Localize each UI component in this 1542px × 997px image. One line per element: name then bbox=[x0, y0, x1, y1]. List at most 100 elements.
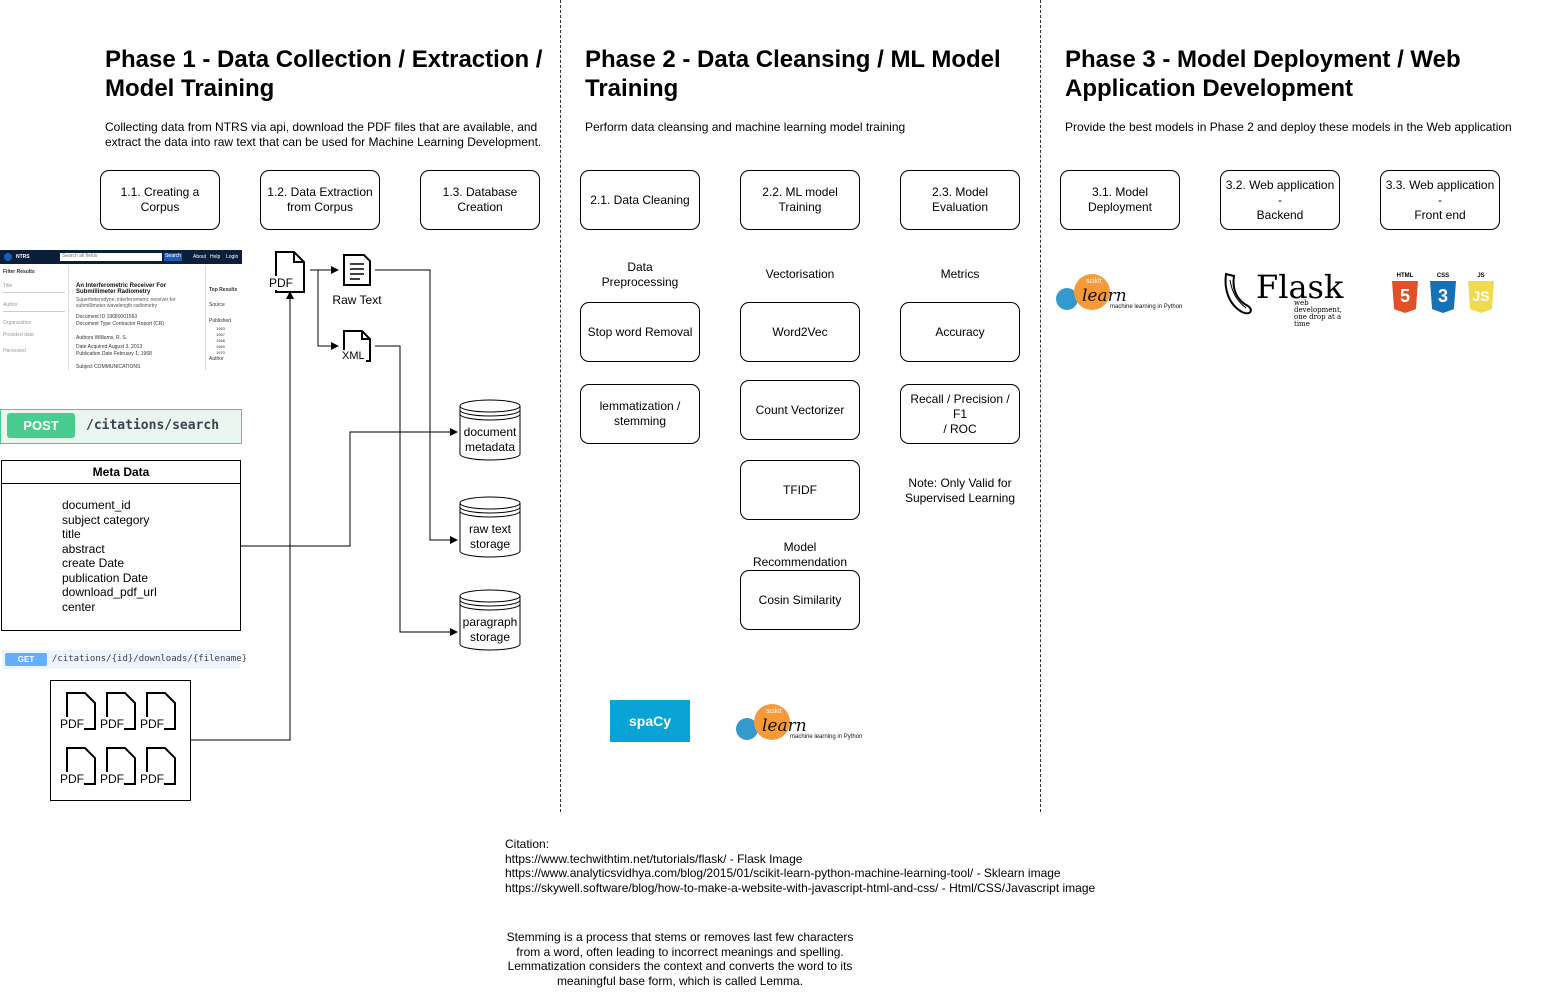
sklearn-scikit-text: scikit bbox=[766, 708, 782, 715]
ntrs-result-subtitle: Superheterodyne, interferometric receive… bbox=[76, 297, 176, 309]
ntrs-row-2: Authors Williams, R. S. bbox=[76, 335, 128, 341]
pdf-file-label: PDF bbox=[100, 772, 124, 786]
box-tfidf: TFIDF bbox=[740, 460, 860, 520]
ntrs-published: Published bbox=[209, 318, 231, 324]
meta-data-fields: document_id subject category title abstr… bbox=[62, 498, 157, 614]
pdf-file-label: PDF bbox=[60, 772, 84, 786]
sklearn-blue-circle-icon bbox=[1056, 288, 1078, 310]
ntrs-search-input: Search all fields bbox=[60, 253, 162, 261]
js-shield-icon: JS bbox=[1468, 281, 1494, 313]
ntrs-nav-help: Help bbox=[210, 254, 221, 260]
db-paragraph-storage: paragraph storage bbox=[462, 615, 518, 644]
ntrs-author: Author bbox=[209, 356, 224, 362]
post-method-badge: POST bbox=[7, 413, 75, 438]
ntrs-result-title: An Interferometric Receiver For Submilli… bbox=[76, 283, 167, 295]
sklearn-learn-text: learn bbox=[1082, 286, 1127, 306]
pdf-collection: PDF PDF PDF PDF PDF PDF bbox=[50, 680, 191, 801]
box-word2vec: Word2Vec bbox=[740, 302, 860, 362]
ntrs-search-screenshot: NTRS Search all fields Search About Help… bbox=[0, 250, 242, 370]
raw-text-label: Raw Text bbox=[332, 293, 382, 307]
pdf-file-label: PDF bbox=[60, 717, 84, 731]
ntrs-row-4: Publication Date February 1, 1968 bbox=[76, 351, 152, 357]
meta-field: download_pdf_url bbox=[62, 585, 157, 599]
box-lemmatization-stemming: lemmatization / stemming bbox=[580, 384, 700, 444]
post-endpoint: POST /citations/search bbox=[0, 409, 242, 444]
box-recall-precision: Recall / Precision / F1 / ROC bbox=[900, 384, 1020, 444]
ntrs-year-1: 1967 bbox=[216, 332, 225, 337]
sklearn-blue-circle-icon bbox=[736, 718, 758, 740]
label-vectorisation: Vectorisation bbox=[765, 267, 835, 281]
pdf-file-label: PDF bbox=[268, 276, 294, 290]
meta-data-box: Meta Data document_id subject category t… bbox=[1, 460, 241, 631]
flask-tagline: web development, one drop at a time bbox=[1294, 299, 1342, 328]
js-label: JS bbox=[1477, 273, 1485, 279]
meta-field: center bbox=[62, 599, 96, 614]
box-cosin-similarity: Cosin Similarity bbox=[740, 570, 860, 630]
step-3-3: 3.3. Web application - Front end bbox=[1380, 170, 1500, 230]
meta-field: abstract bbox=[62, 541, 105, 556]
stemming-note: Stemming is a process that stems or remo… bbox=[506, 930, 854, 988]
ntrs-filter-0: Title bbox=[3, 283, 13, 289]
flask-name: Flask bbox=[1256, 268, 1344, 306]
sklearn-orange-circle-icon bbox=[754, 704, 790, 740]
get-method-badge: GET bbox=[5, 653, 47, 666]
pdf-file-label: PDF bbox=[140, 772, 164, 786]
phase2-description: Perform data cleansing and machine learn… bbox=[585, 120, 906, 134]
get-endpoint: GET /citations/{id}/downloads/{filename} bbox=[2, 650, 247, 669]
ntrs-column-divider bbox=[205, 266, 206, 370]
ntrs-filter-line bbox=[3, 292, 65, 293]
ntrs-column-divider bbox=[68, 266, 69, 370]
ntrs-filter-line bbox=[3, 311, 65, 312]
ntrs-top-results: Top Results bbox=[209, 287, 238, 293]
ntrs-row-5: Subject COMMUNICATIONS bbox=[76, 364, 141, 370]
phase3-description: Provide the best models in Phase 2 and d… bbox=[1065, 120, 1512, 134]
database-icon bbox=[459, 589, 521, 651]
js-logo: JS JS bbox=[1466, 273, 1496, 315]
label-metrics: Metrics bbox=[940, 267, 980, 281]
ntrs-nav-login: Login bbox=[226, 254, 239, 260]
sklearn-tagline: machine learning in Python bbox=[1110, 304, 1183, 310]
ntrs-filter-4: Harvested bbox=[3, 348, 26, 354]
ntrs-year-2: 1968 bbox=[216, 338, 225, 343]
html5-logo: HTML 5 bbox=[1390, 273, 1420, 315]
phase-divider-1 bbox=[560, 0, 561, 812]
label-data-preprocessing: Data Preprocessing bbox=[601, 260, 679, 289]
ntrs-row-0: Document ID 19680001563 bbox=[76, 314, 138, 320]
ntrs-search-button: Search bbox=[164, 253, 182, 261]
box-stop-word-removal: Stop word Removal bbox=[580, 302, 700, 362]
step-1-3: 1.3. Database Creation bbox=[420, 170, 540, 230]
meta-field: subject category bbox=[62, 512, 150, 527]
ntrs-year-0: 1963 bbox=[216, 326, 225, 331]
ntrs-year-3: 1969 bbox=[216, 344, 225, 349]
step-3-1: 3.1. Model Deployment bbox=[1060, 170, 1180, 230]
db-document-metadata: document metadata bbox=[463, 425, 517, 454]
ntrs-filter-1: Author bbox=[3, 302, 18, 308]
note-supervised-learning: Note: Only Valid for Supervised Learning bbox=[904, 476, 1016, 505]
database-icon bbox=[459, 399, 521, 461]
get-path: /citations/{id}/downloads/{filename} bbox=[52, 654, 248, 664]
meta-field: document_id bbox=[62, 498, 131, 512]
label-model-recommendation: Model Recommendation bbox=[752, 540, 848, 569]
flask-logo: Flask web development, one drop at a tim… bbox=[1222, 268, 1344, 328]
sklearn-tagline: machine learning in Python bbox=[790, 734, 863, 740]
step-2-2: 2.2. ML model Training bbox=[740, 170, 860, 230]
sklearn-logo: scikit learn machine learning in Python bbox=[734, 702, 869, 744]
ntrs-source: Source bbox=[209, 302, 225, 308]
phase-divider-2 bbox=[1040, 0, 1041, 812]
sklearn-orange-circle-icon bbox=[1074, 274, 1110, 310]
css3-shield-icon: 3 bbox=[1430, 281, 1456, 313]
raw-text-icon bbox=[343, 254, 371, 286]
meta-field: title bbox=[62, 527, 81, 541]
flask-horn-icon bbox=[1224, 272, 1252, 315]
html5-shield-icon: 5 bbox=[1392, 281, 1418, 313]
phase2-title: Phase 2 - Data Cleansing / ML Model Trai… bbox=[585, 46, 1001, 102]
html5-label: HTML bbox=[1396, 273, 1414, 279]
phase1-title: Phase 1 - Data Collection / Extraction /… bbox=[105, 46, 543, 102]
ntrs-filter-2: Organization bbox=[3, 320, 32, 326]
sklearn-scikit-text: scikit bbox=[1086, 278, 1102, 285]
phase1-description: Collecting data from NTRS via api, downl… bbox=[105, 120, 542, 149]
ntrs-filter-3: Provided date bbox=[3, 332, 34, 338]
pdf-file-label: PDF bbox=[140, 717, 164, 731]
nasa-logo-icon bbox=[4, 253, 12, 261]
